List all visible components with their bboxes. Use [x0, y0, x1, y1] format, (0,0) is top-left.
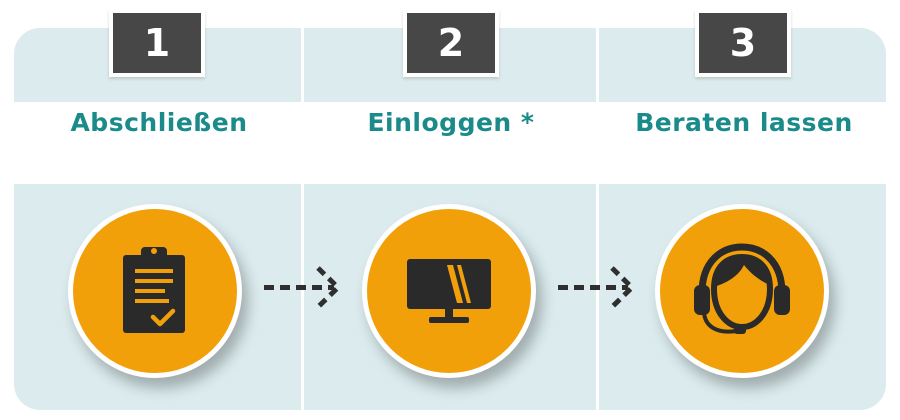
step-number-badge: 1: [109, 9, 205, 77]
dashed-arrow-icon: [558, 266, 636, 309]
step-icon-circle: [655, 204, 829, 378]
step-2: 2 Einloggen *: [306, 0, 596, 420]
column-divider: [596, 28, 599, 410]
dashed-arrow-icon: [264, 266, 342, 309]
title-band: [14, 102, 886, 184]
headset-agent-icon: [694, 243, 790, 334]
monitor-icon: [407, 259, 491, 323]
step-3: 3 Beraten lassen: [599, 0, 889, 420]
step-number-badge: 2: [403, 9, 499, 77]
step-icon-circle: [68, 204, 242, 378]
step-title: Einloggen *: [367, 108, 535, 137]
step-1: 1 Abschließen: [14, 0, 304, 420]
step-number-badge: 3: [695, 9, 791, 77]
step-title: Abschließen: [70, 108, 248, 137]
step-title: Beraten lassen: [635, 108, 853, 137]
clipboard-checklist-icon: [123, 247, 185, 333]
column-divider: [301, 28, 304, 410]
step-icon-circle: [362, 204, 536, 378]
